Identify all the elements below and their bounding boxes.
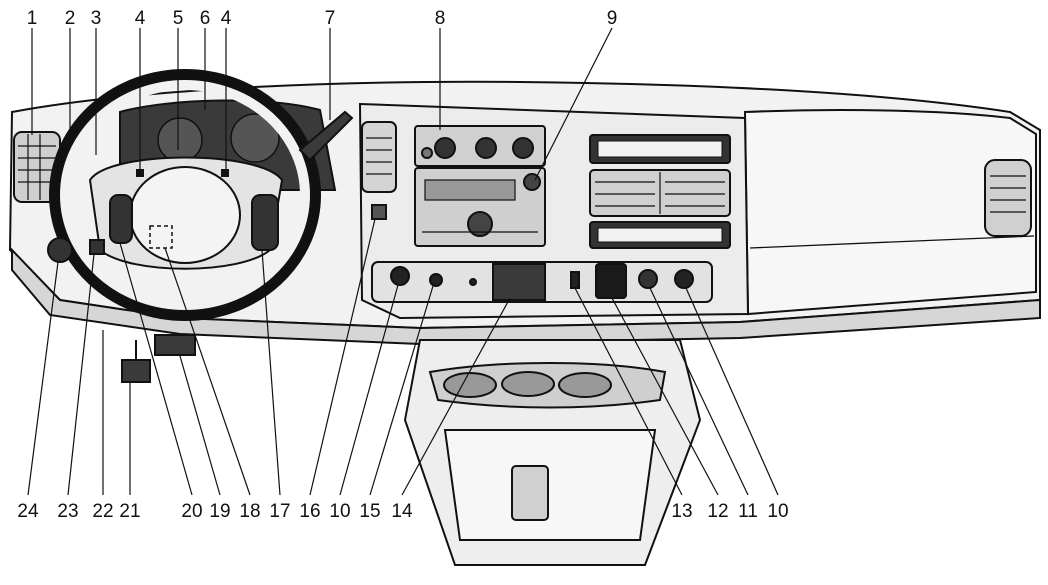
climate-knob-right	[512, 137, 534, 159]
leader-15	[369, 285, 434, 496]
center-air-vent	[361, 121, 397, 193]
leader-10a	[339, 284, 399, 496]
leader-23	[67, 253, 95, 496]
upper-storage-slot-top-inner	[597, 140, 723, 158]
steering-right-controls	[251, 194, 279, 251]
brake-pedal	[154, 334, 196, 356]
callout-15: 15	[359, 501, 380, 522]
hazard-button	[89, 239, 105, 255]
leader-12	[611, 297, 719, 496]
light-indicator-left	[136, 169, 144, 177]
callout-19: 19	[209, 501, 230, 522]
callout-18: 18	[239, 501, 260, 522]
callout-21: 21	[119, 501, 140, 522]
top-callout-labels: 1 2 3 4 5 6 4 7 8 9	[27, 8, 618, 29]
callout-10-right: 10	[767, 501, 788, 522]
gauge-right	[230, 113, 280, 163]
callout-4-right: 4	[221, 8, 232, 29]
climate-knob-left	[434, 137, 456, 159]
callout-4-left: 4	[135, 8, 146, 29]
cupholder-3	[558, 372, 612, 398]
horn-marker	[149, 225, 173, 249]
callout-10-left: 10	[329, 501, 350, 522]
ashtray-pocket	[595, 263, 627, 299]
cup-holder-slot	[492, 263, 546, 301]
leader-20	[119, 242, 193, 496]
callout-3: 3	[91, 8, 102, 29]
callout-5: 5	[173, 8, 184, 29]
rocker-switch	[570, 271, 580, 289]
auxiliary-jack	[429, 273, 443, 287]
dashboard-illustration	[8, 69, 1041, 566]
console-bin-lid	[443, 429, 657, 541]
callout-1: 1	[27, 8, 38, 29]
airbag-cover	[129, 166, 241, 264]
callout-14: 14	[391, 501, 413, 522]
right-air-vent	[984, 159, 1032, 237]
climate-button	[421, 147, 433, 159]
cupholder-2	[501, 371, 555, 397]
audio-knob-center	[467, 211, 493, 237]
callout-20: 20	[181, 501, 202, 522]
callout-22: 22	[92, 501, 113, 522]
power-outlet-left	[390, 266, 410, 286]
leader-9	[534, 27, 613, 181]
callout-17: 17	[269, 501, 290, 522]
steering-wheel-rim	[49, 69, 321, 321]
callout-11: 11	[738, 501, 758, 522]
center-vent-louvers	[366, 137, 392, 175]
callout-9: 9	[607, 8, 618, 29]
audio-knob-right	[523, 173, 541, 191]
callout-16: 16	[299, 501, 320, 522]
leader-14	[401, 297, 511, 496]
callout-6: 6	[200, 8, 211, 29]
right-vent-louvers	[990, 175, 1026, 213]
steering-left-controls	[109, 194, 133, 244]
callout-13: 13	[671, 501, 692, 522]
passenger-panel	[743, 109, 1037, 316]
center-dual-vent-louvers	[595, 172, 725, 214]
left-vent-louvers	[18, 134, 56, 200]
traction-switch	[371, 204, 387, 220]
bottom-callout-labels: 24 23 22 21 20 19 18 17 16 10 15 14 13 1…	[17, 501, 788, 522]
upper-storage-slot-bottom-inner	[597, 227, 723, 243]
leader-10b	[685, 287, 779, 496]
cupholder-1	[443, 372, 497, 398]
callout-24: 24	[17, 501, 39, 522]
console-latch	[511, 465, 549, 521]
passenger-panel-crease	[749, 235, 1035, 249]
leader-18	[164, 247, 251, 496]
callout-7: 7	[325, 8, 336, 29]
light-indicator-right	[221, 169, 229, 177]
callout-2: 2	[65, 8, 76, 29]
leader-13	[574, 287, 683, 496]
climate-knob-center	[475, 137, 497, 159]
leader-11	[649, 287, 749, 496]
callout-8: 8	[435, 8, 446, 29]
leader-24	[27, 261, 59, 496]
lighter	[638, 269, 658, 289]
accelerator-pedal	[121, 359, 151, 383]
headlamp-switch	[47, 237, 73, 263]
leader-17	[261, 249, 281, 496]
leader-16	[309, 218, 376, 496]
usb-port	[469, 278, 477, 286]
wiper-stalk	[298, 110, 354, 162]
audio-display	[424, 179, 516, 201]
callout-23: 23	[57, 501, 78, 522]
leader-lines	[27, 27, 779, 496]
leader-19	[179, 355, 221, 496]
callout-12: 12	[707, 501, 728, 522]
gauge-left	[157, 117, 203, 163]
power-outlet-right	[674, 269, 694, 289]
